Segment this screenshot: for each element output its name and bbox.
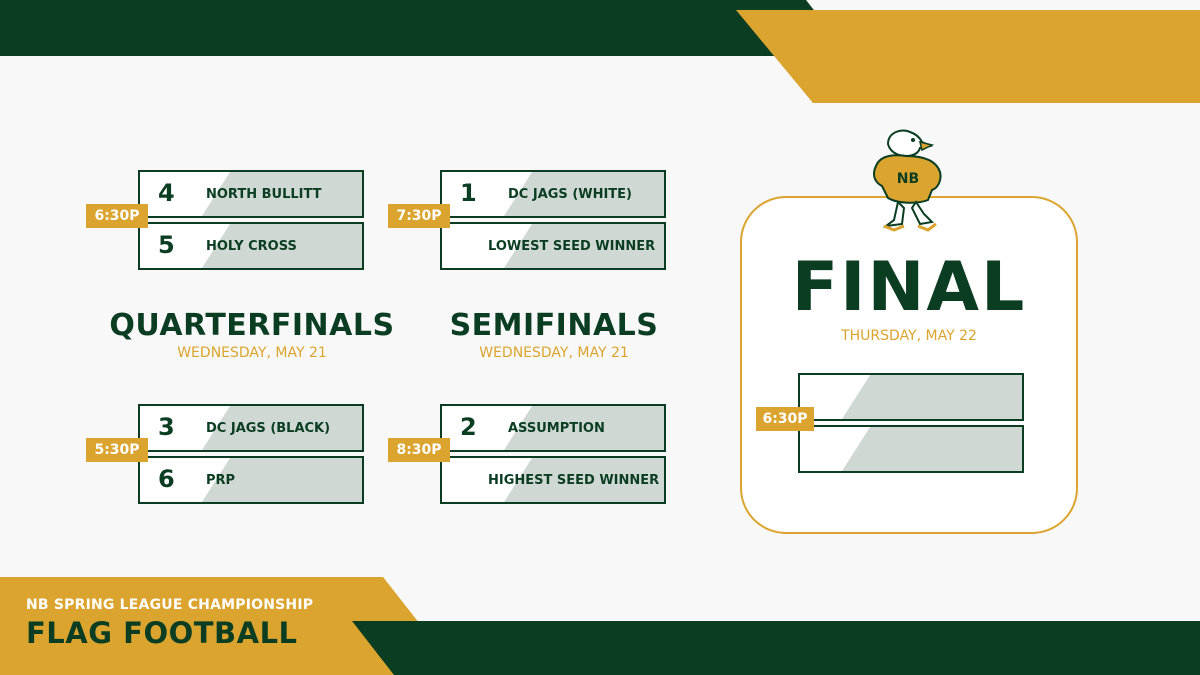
sport-title: FLAG FOOTBALL <box>26 616 298 650</box>
final-time-badge: 6:30P <box>756 407 814 431</box>
team-slot: LOWEST SEED WINNER <box>440 222 666 270</box>
team-seed: 5 <box>158 231 175 259</box>
slot-shade <box>202 224 362 268</box>
final-team-slot <box>798 425 1024 473</box>
bottom-green-band <box>352 621 1200 675</box>
team-name: DC JAGS (BLACK) <box>206 421 331 436</box>
quarterfinals-title: QUARTERFINALS <box>109 308 395 343</box>
team-name: LOWEST SEED WINNER <box>488 239 656 254</box>
slot-shade <box>202 406 362 450</box>
team-slot: 3 DC JAGS (BLACK) <box>138 404 364 452</box>
final-date: THURSDAY, MAY 22 <box>841 328 977 344</box>
game-time-badge: 7:30P <box>388 204 450 228</box>
slot-shade <box>504 224 664 268</box>
team-slot: 5 HOLY CROSS <box>138 222 364 270</box>
team-name: DC JAGS (WHITE) <box>508 187 633 202</box>
team-seed: 1 <box>460 179 477 207</box>
quarterfinal-game-2: 3 DC JAGS (BLACK) 6 PRP 5:30P <box>86 404 364 504</box>
team-name: NORTH BULLITT <box>206 187 322 202</box>
team-name: PRP <box>206 473 236 488</box>
team-name: HIGHEST SEED WINNER <box>488 473 660 488</box>
team-seed: 6 <box>158 465 175 493</box>
team-slot: 4 NORTH BULLITT <box>138 170 364 218</box>
slot-shade <box>842 375 1022 419</box>
team-slot: HIGHEST SEED WINNER <box>440 456 666 504</box>
game-time-badge: 8:30P <box>388 438 450 462</box>
league-title: NB SPRING LEAGUE CHAMPIONSHIP <box>26 597 314 613</box>
slot-shade <box>842 427 1022 471</box>
team-seed: 3 <box>158 413 175 441</box>
slot-shade <box>504 172 664 216</box>
team-name: HOLY CROSS <box>206 239 297 254</box>
team-seed: 2 <box>460 413 477 441</box>
team-slot: 6 PRP <box>138 456 364 504</box>
slot-shade <box>504 406 664 450</box>
eagle-mascot-icon: NB <box>873 129 942 232</box>
top-gold-band <box>736 10 1200 103</box>
team-slot: 1 DC JAGS (WHITE) <box>440 170 666 218</box>
final-title: FINAL <box>791 248 1027 327</box>
final-team-slot <box>798 373 1024 421</box>
mascot-letters: NB <box>897 171 919 187</box>
slot-shade <box>202 458 362 502</box>
team-name: ASSUMPTION <box>508 421 605 436</box>
slot-shade <box>202 172 362 216</box>
team-seed: 4 <box>158 179 175 207</box>
final-panel <box>740 196 1078 534</box>
quarterfinals-date: WEDNESDAY, MAY 21 <box>177 345 327 361</box>
semifinal-game-1: 1 DC JAGS (WHITE) LOWEST SEED WINNER 7:3… <box>388 170 666 270</box>
game-time-badge: 6:30P <box>86 204 148 228</box>
slot-shade <box>504 458 664 502</box>
semifinal-game-2: 2 ASSUMPTION HIGHEST SEED WINNER 8:30P <box>388 404 666 504</box>
quarterfinal-game-1: 4 NORTH BULLITT 5 HOLY CROSS 6:30P <box>86 170 364 270</box>
semifinals-title: SEMIFINALS <box>449 308 659 343</box>
game-time-badge: 5:30P <box>86 438 148 462</box>
team-slot: 2 ASSUMPTION <box>440 404 666 452</box>
semifinals-date: WEDNESDAY, MAY 21 <box>479 345 629 361</box>
top-green-band <box>0 0 850 56</box>
